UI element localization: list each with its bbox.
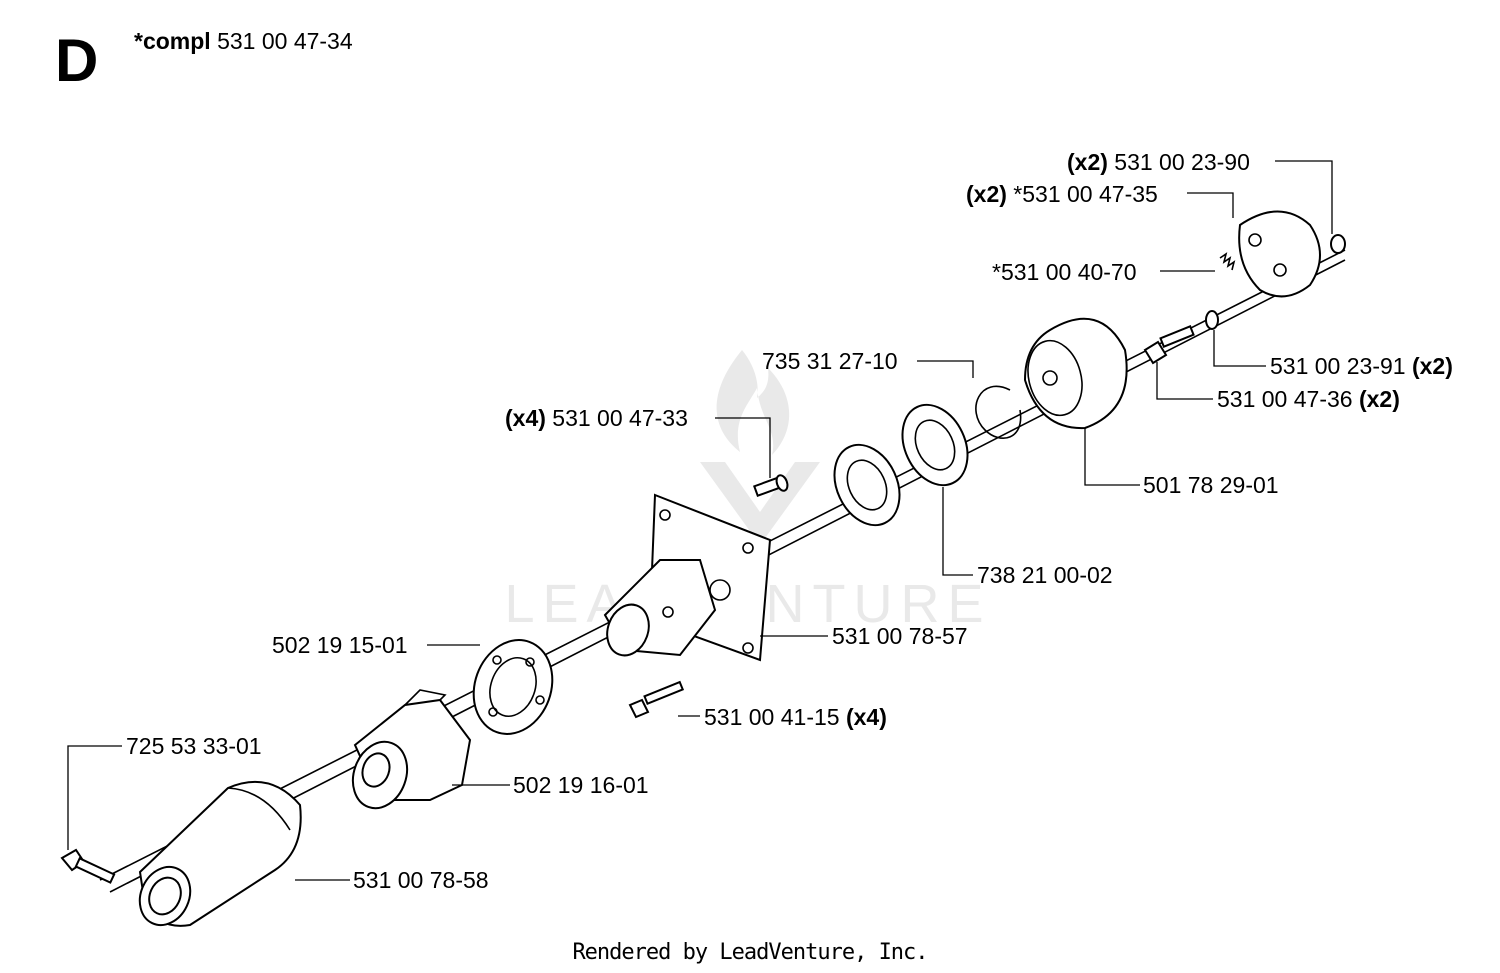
callout-qty: (x2) bbox=[1067, 149, 1108, 175]
callout-part-number: *531 00 47-35 bbox=[1013, 181, 1158, 207]
circlip bbox=[975, 385, 1022, 439]
callout-qty: (x2) bbox=[966, 181, 1007, 207]
clutch-drum bbox=[1023, 317, 1128, 430]
shaft-housing-cone bbox=[138, 780, 302, 927]
ball-bearing-2 bbox=[901, 403, 969, 487]
shoe-washer bbox=[1330, 234, 1346, 254]
clamp-screw bbox=[60, 848, 116, 884]
callout-part-number: 502 19 16-01 bbox=[513, 772, 649, 798]
callout-part-number: 725 53 33-01 bbox=[126, 733, 262, 759]
callout-725-53-33-01: 725 53 33-01 bbox=[126, 733, 262, 759]
bearing-housing bbox=[603, 493, 772, 662]
callout-part-number: 531 00 23-91 bbox=[1270, 353, 1406, 379]
callout-531-00-47-36: 531 00 47-36 (x2) bbox=[1217, 386, 1400, 412]
callout-531-00-47-33: (x4) 531 00 47-33 bbox=[505, 405, 688, 431]
callout-531-00-40-70: *531 00 40-70 bbox=[992, 259, 1137, 285]
callout-part-number: *531 00 40-70 bbox=[992, 259, 1137, 285]
callout-qty: (x2) bbox=[1358, 386, 1400, 412]
callout-qty: (x4) bbox=[845, 704, 887, 730]
callout-part-number: 531 00 47-36 bbox=[1217, 386, 1353, 412]
callout-part-number: 531 00 41-15 bbox=[704, 704, 840, 730]
callout-qty: (x2) bbox=[1411, 353, 1453, 379]
assembly-prefix: *compl bbox=[134, 28, 211, 54]
callout-part-number: 531 00 47-33 bbox=[552, 405, 688, 431]
callout-part-number: 531 00 23-90 bbox=[1114, 149, 1250, 175]
clutch-housing bbox=[351, 689, 472, 810]
callout-part-number: 501 78 29-01 bbox=[1143, 472, 1279, 498]
callout-735-31-27-10: 735 31 27-10 bbox=[762, 348, 898, 374]
callout-part-number: 502 19 15-01 bbox=[272, 632, 408, 658]
callout-531-00-78-57: 531 00 78-57 bbox=[832, 623, 968, 649]
callout-531-00-47-35: (x2) *531 00 47-35 bbox=[966, 181, 1158, 207]
callout-part-number: 735 31 27-10 bbox=[762, 348, 898, 374]
clutch-bolt bbox=[1143, 325, 1195, 365]
clutch-shoe-assembly bbox=[1238, 210, 1321, 298]
plate-screw bbox=[753, 474, 789, 497]
callout-502-19-16-01: 502 19 16-01 bbox=[513, 772, 649, 798]
assembly-number: 531 00 47-34 bbox=[217, 28, 353, 54]
callout-part-number: 531 00 78-57 bbox=[832, 623, 968, 649]
callout-531-00-41-15: 531 00 41-15 (x4) bbox=[704, 704, 887, 730]
callout-part-number: 738 21 00-02 bbox=[977, 562, 1113, 588]
callout-part-number: 531 00 78-58 bbox=[353, 867, 489, 893]
callout-738-21-00-02: 738 21 00-02 bbox=[977, 562, 1113, 588]
clutch-spring bbox=[1219, 252, 1236, 271]
footer-credit: Rendered by LeadVenture, Inc. bbox=[572, 940, 928, 965]
callout-502-19-15-01: 502 19 15-01 bbox=[272, 632, 408, 658]
flange-plate bbox=[472, 639, 554, 735]
ball-bearing-1 bbox=[833, 443, 901, 527]
leader-lines bbox=[67, 160, 1333, 881]
housing-screw bbox=[628, 680, 685, 719]
callout-531-00-23-91: 531 00 23-91 (x2) bbox=[1270, 353, 1453, 379]
bolt-washer bbox=[1205, 310, 1219, 330]
callout-531-00-23-90: (x2) 531 00 23-90 bbox=[1067, 149, 1250, 175]
assembly-reference: *compl 531 00 47-34 bbox=[134, 28, 353, 54]
callout-qty: (x4) bbox=[505, 405, 546, 431]
section-letter: D bbox=[55, 27, 99, 94]
callout-501-78-29-01: 501 78 29-01 bbox=[1143, 472, 1279, 498]
callout-531-00-78-58: 531 00 78-58 bbox=[353, 867, 489, 893]
